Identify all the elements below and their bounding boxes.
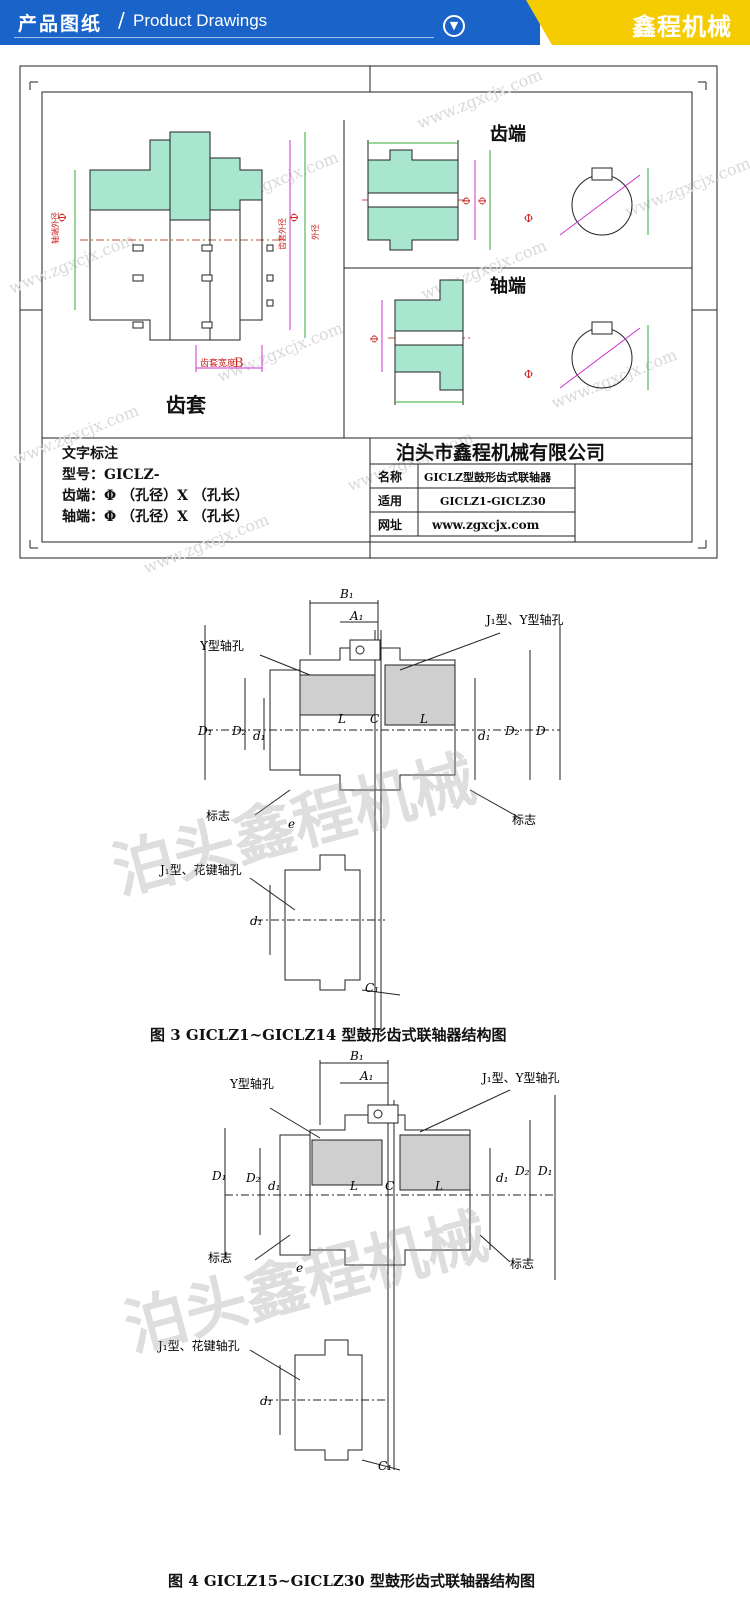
label-B: B (234, 356, 244, 371)
label-y-bore: Y型轴孔 (199, 638, 244, 653)
svg-text:L: L (419, 712, 428, 726)
company-name: 泊头市鑫程机械有限公司 (396, 441, 605, 464)
label-mark-left-4: 标志 (208, 1251, 232, 1265)
svg-text:www.zgxcjx.com: www.zgxcjx.com (622, 153, 750, 221)
label-j1y-bore: J₁型、Y型轴孔 (484, 612, 564, 627)
svg-text:Φ: Φ (524, 368, 533, 381)
label-gear-od: 齿套外径 (277, 218, 287, 250)
svg-text:Φ: Φ (478, 197, 489, 205)
svg-text:www.zgxcjx.com: www.zgxcjx.com (214, 318, 345, 386)
svg-text:D₂: D₂ (504, 724, 520, 738)
label-hub-od: 轴端外径 (50, 212, 60, 244)
header-title-cn: 产品图纸 (18, 13, 103, 35)
label-j1y-bore-4: J₁型、Y型轴孔 (480, 1070, 560, 1085)
svg-text:e: e (288, 817, 295, 831)
svg-text:D: D (535, 724, 546, 738)
svg-text:GICLZ1-GICLZ30: GICLZ1-GICLZ30 (440, 495, 546, 508)
svg-text:L: L (349, 1179, 358, 1193)
svg-text:Φ: Φ (288, 213, 301, 222)
svg-text:www.zgxcjx.com: www.zgxcjx.com (418, 236, 549, 304)
header-yellow-band (526, 0, 750, 45)
svg-text:Φ: Φ (56, 213, 69, 222)
svg-text:d₁: d₁ (496, 1171, 509, 1185)
svg-text:B₁: B₁ (349, 1050, 364, 1063)
label-mark-left: 标志 (206, 809, 230, 823)
svg-text:网址: 网址 (378, 517, 402, 532)
chevron-down-icon[interactable]: ▼ (443, 15, 465, 37)
inner-frame (41, 91, 693, 543)
svg-text:适用: 适用 (378, 493, 402, 508)
title-block (369, 437, 693, 543)
header-title-en: Product Drawings (133, 11, 268, 30)
outer-frame (19, 65, 718, 559)
svg-text:d₁: d₁ (260, 1394, 273, 1408)
figure-3-caption: 图 3 GⅠCLZ1~GⅠCLZ14 型鼓形齿式联轴器结构图 (150, 1026, 507, 1044)
annotation-title: 文字标注 (62, 445, 118, 462)
svg-text:D₁: D₁ (537, 1164, 552, 1178)
gear-bore-line: 齿端：Φ （孔径）X （孔长） (62, 487, 249, 504)
shaft-bore-line: 轴端：Φ （孔径）X （孔长） (62, 508, 249, 525)
label-spline-bore: J₁型、花键轴孔 (158, 862, 242, 877)
figure3-watermark: 泊头鑫程机械 (105, 742, 483, 909)
svg-text:L: L (337, 712, 346, 726)
svg-text:L: L (434, 1179, 443, 1193)
label-mark-right: 标志 (512, 813, 536, 827)
figure4-watermark: 泊头鑫程机械 (117, 1199, 495, 1366)
page-header: 产品图纸 / Product Drawings ▼ 鑫程机械 (0, 0, 750, 45)
svg-text:D₁: D₁ (197, 724, 212, 738)
svg-text:Φ: Φ (462, 197, 473, 205)
shaft-end-view (381, 279, 649, 405)
svg-text:e: e (296, 1261, 303, 1275)
product-drawing: www.zgxcjx.com www.zgxcjx.com www.zgxcjx… (6, 65, 750, 577)
svg-text:B₁: B₁ (339, 587, 354, 601)
svg-text:d₁: d₁ (268, 1179, 281, 1193)
svg-text:D₁: D₁ (211, 1169, 226, 1183)
label-sleeve: 齿套 (166, 393, 206, 417)
svg-text:D₂: D₂ (245, 1171, 261, 1185)
label-outer-dia: 外径 (310, 224, 320, 240)
svg-text:GICLZ型鼓形齿式联轴器: GICLZ型鼓形齿式联轴器 (424, 470, 552, 484)
website: www.zgxcjx.com (431, 518, 540, 532)
brand-name: 鑫程机械 (632, 13, 732, 41)
svg-text:www.zgxcjx.com: www.zgxcjx.com (549, 345, 680, 413)
svg-text:A₁: A₁ (359, 1069, 373, 1083)
gear-end-view (362, 140, 649, 251)
svg-text:d₁: d₁ (250, 914, 263, 928)
svg-text:C₁: C₁ (365, 981, 379, 995)
svg-text:D₂: D₂ (231, 724, 247, 738)
svg-text:www.zgxcjx.com: www.zgxcjx.com (414, 65, 545, 133)
svg-text:C: C (385, 1179, 394, 1193)
svg-text:Φ: Φ (524, 212, 533, 225)
svg-text:C: C (370, 712, 379, 726)
label-mark-right-4: 标志 (510, 1257, 534, 1271)
svg-text:名称: 名称 (378, 469, 402, 484)
figure-3-drawing: B₁ A₁ J₁型、Y型轴孔 Y型轴孔 L C L D₁ D₂ d₁ d₁ D₂… (105, 587, 564, 1030)
label-gear-end: 齿端 (490, 123, 526, 145)
svg-text:A₁: A₁ (349, 609, 363, 623)
svg-text:C₁: C₁ (378, 1459, 392, 1473)
svg-text:d₁: d₁ (478, 729, 491, 743)
label-y-bore-4: Y型轴孔 (229, 1076, 274, 1091)
label-tooth-width: 齿套宽度 (200, 357, 236, 369)
header-slash: / (118, 8, 125, 32)
model-line: 型号：GICLZ- (62, 466, 160, 483)
label-spline-bore-4: J₁型、花键轴孔 (156, 1338, 240, 1353)
svg-text:D₂: D₂ (514, 1164, 530, 1178)
header-underline (14, 37, 434, 38)
figure-4-drawing: B₁ A₁ J₁型、Y型轴孔 Y型轴孔 L C L D₁ D₂ d₁ d₁ D₂… (117, 1050, 560, 1473)
svg-text:d₁: d₁ (253, 729, 266, 743)
coupling-assembly (74, 131, 306, 372)
svg-text:Φ: Φ (370, 335, 381, 343)
figure-4-caption: 图 4 GⅠCLZ15~GⅠCLZ30 型鼓形齿式联轴器结构图 (168, 1572, 535, 1590)
label-shaft-end: 轴端 (490, 275, 526, 297)
